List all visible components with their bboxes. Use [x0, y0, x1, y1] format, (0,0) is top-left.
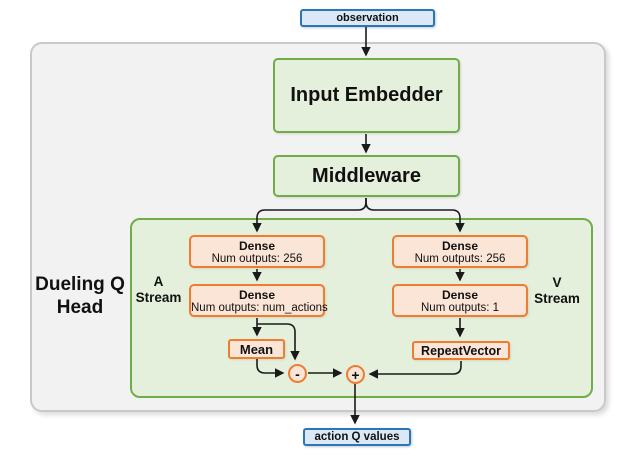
- plus-operator-label: +: [351, 366, 360, 383]
- minus-operator-label: -: [295, 365, 300, 382]
- action-q-values-box: action Q values: [303, 428, 411, 446]
- a-stream-label: A Stream: [135, 274, 182, 305]
- dense-v1-subtitle: Num outputs: 256: [414, 253, 506, 265]
- mean-label: Mean: [239, 341, 274, 357]
- dense-a1-subtitle: Num outputs: 256: [211, 253, 303, 265]
- middleware-label: Middleware: [312, 164, 421, 187]
- dense-v2-title: Dense: [441, 288, 479, 302]
- dense-a2-subtitle: Num outputs: num_actions: [191, 302, 328, 314]
- middleware-box: Middleware: [273, 155, 460, 197]
- plus-operator-circle: +: [346, 365, 365, 384]
- input-embedder-label: Input Embedder: [290, 84, 443, 106]
- dense-v1-box: Dense Num outputs: 256: [392, 235, 528, 268]
- repeat-vector-box: RepeatVector: [412, 341, 510, 360]
- dense-a1-box: Dense Num outputs: 256: [189, 235, 325, 268]
- dense-v1-title: Dense: [441, 239, 479, 253]
- observation-label: observation: [336, 12, 399, 24]
- action-q-values-label: action Q values: [314, 431, 400, 443]
- dense-a2-box: Dense Num outputs: num_actions: [189, 284, 328, 317]
- minus-operator-circle: -: [288, 364, 307, 383]
- input-embedder-box: Input Embedder: [273, 58, 460, 133]
- dense-v2-box: Dense Num outputs: 1: [392, 284, 528, 317]
- v-stream-label: V Stream: [534, 275, 580, 306]
- mean-box: Mean: [228, 339, 285, 359]
- dense-a1-title: Dense: [238, 239, 276, 253]
- dueling-q-head-label: Dueling Q Head: [35, 274, 125, 318]
- observation-box: observation: [300, 9, 435, 27]
- dense-a2-title: Dense: [238, 288, 276, 302]
- dense-v2-subtitle: Num outputs: 1: [421, 302, 499, 314]
- repeat-vector-label: RepeatVector: [421, 343, 501, 358]
